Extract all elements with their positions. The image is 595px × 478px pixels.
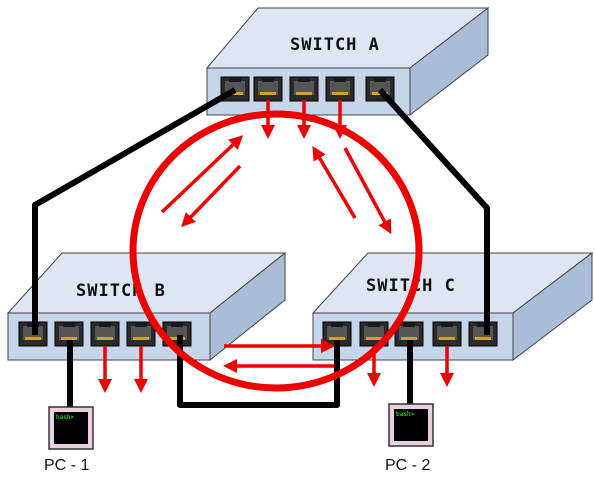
pc-2-screen (394, 409, 428, 441)
switch-c-port-4 (432, 321, 462, 347)
loop-arrows (160, 135, 392, 373)
broadcast-loop (98, 100, 454, 393)
pc-1: bash> PC - 1 (44, 406, 94, 474)
switch-c: SWITCH C (311, 251, 594, 362)
arrow-flow-3 (312, 145, 357, 219)
arrow-flow-2 (181, 164, 242, 228)
switch-a-port-2 (253, 76, 283, 102)
cable-switch-a-to-switch-c (377, 87, 490, 335)
loop-circle (129, 110, 423, 392)
pc-1-screen (54, 412, 88, 444)
switch-a-port-4 (325, 76, 355, 102)
switch-a-label: SWITCH A (290, 35, 380, 55)
switch-a-port-3 (289, 76, 319, 102)
arrow-flow-1 (160, 135, 244, 214)
switch-c-label: SWITCH C (366, 276, 456, 296)
switch-a-ports (220, 76, 395, 102)
switch-b-label: SWITCH B (76, 281, 166, 301)
pc-1-label: PC - 1 (44, 457, 89, 474)
switch-a: SWITCH A (205, 6, 490, 117)
switch-c-port-5 (468, 321, 498, 347)
pc-2: bash> PC - 2 (385, 403, 434, 474)
port-traffic-arrows (98, 100, 454, 393)
arrow-flow-4 (343, 147, 392, 235)
cable-switch-a-to-switch-b (32, 87, 237, 335)
switch-b-port-3 (90, 321, 120, 347)
pc-2-label: PC - 2 (385, 457, 430, 474)
pc-2-screen-prompt: bash> (396, 411, 414, 418)
switch-b-port-4 (126, 321, 156, 347)
pc-1-screen-prompt: bash> (56, 414, 74, 421)
